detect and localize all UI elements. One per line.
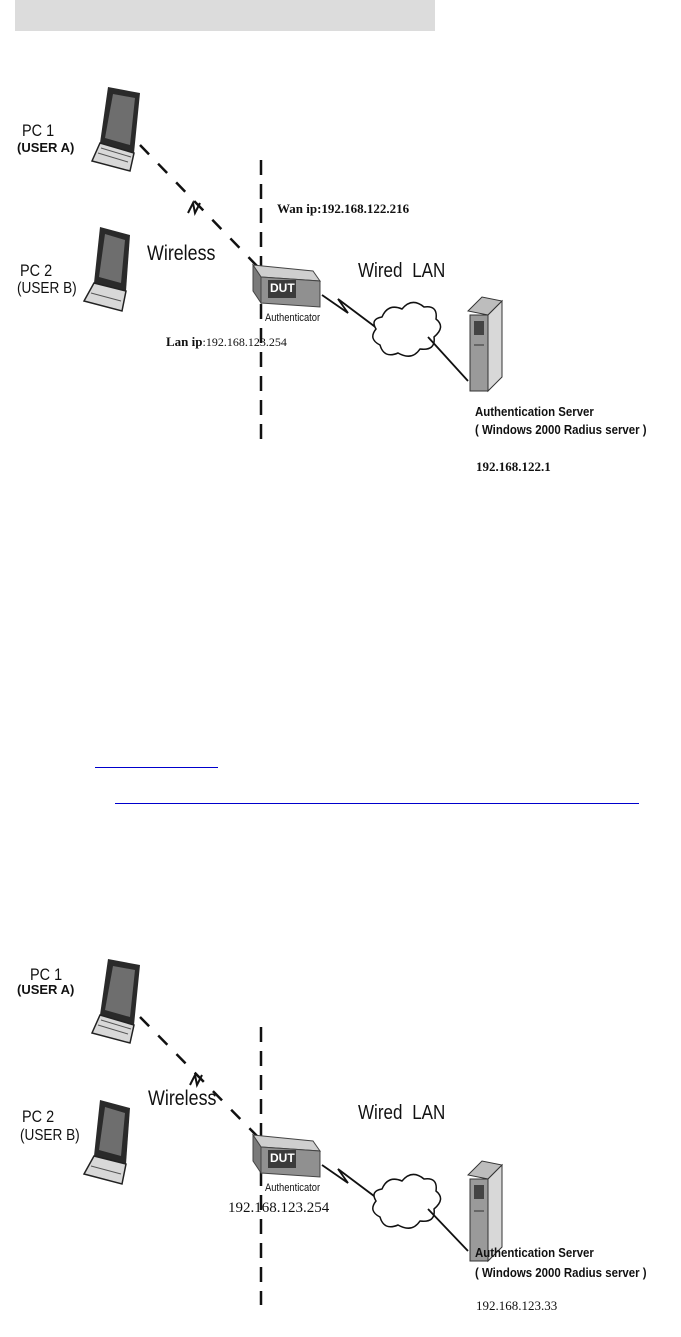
server-link <box>428 337 468 381</box>
header-bar <box>15 0 435 31</box>
dut-ip-label: 192.168.123.254 <box>228 1200 329 1217</box>
diagram-1-graphics <box>0 75 681 445</box>
laptop-pc2-icon <box>84 227 130 311</box>
dut-label: DUT <box>270 1151 295 1165</box>
server-name-label: Authentication Server <box>475 1245 594 1260</box>
laptop-pc1-icon <box>92 87 140 171</box>
network-diagram-1: PC 1 (USER A) PC 2 (USER B) Wireless Wir… <box>0 75 681 445</box>
laptop-pc2-icon <box>84 1100 130 1184</box>
pc2-label: PC 2 <box>20 261 52 281</box>
laptop-pc1-icon <box>92 959 140 1043</box>
wireless-label: Wireless <box>147 242 215 266</box>
dut-label: DUT <box>270 281 295 295</box>
wired-link <box>322 295 378 329</box>
wireless-label: Wireless <box>148 1087 216 1111</box>
wired-lan-label: Wired LAN <box>358 1102 445 1125</box>
wan-ip-label: Wan ip:192.168.122.216 <box>277 201 409 217</box>
wireless-zigzag-icon <box>188 203 200 213</box>
server-ip-label: 192.168.122.1 <box>476 459 551 475</box>
link-1[interactable] <box>95 767 218 768</box>
pc2-label: PC 2 <box>22 1107 54 1127</box>
wired-lan-label: Wired LAN <box>358 260 445 283</box>
user-b-label: (USER B) <box>17 280 77 298</box>
server-desc-label: ( Windows 2000 Radius server ) <box>475 422 647 437</box>
user-a-label: (USER A) <box>17 982 74 997</box>
network-cloud-icon <box>373 1174 441 1228</box>
authenticator-label: Authenticator <box>265 312 320 324</box>
server-link <box>428 1209 468 1251</box>
server-tower-icon <box>468 297 502 391</box>
user-a-label: (USER A) <box>17 140 74 155</box>
wireless-link <box>140 1017 258 1137</box>
server-desc-label: ( Windows 2000 Radius server ) <box>475 1265 647 1280</box>
network-cloud-icon <box>373 302 441 356</box>
pc1-label: PC 1 <box>22 121 54 141</box>
server-ip-label: 192.168.123.33 <box>476 1298 557 1314</box>
authenticator-label: Authenticator <box>265 1182 320 1194</box>
lan-ip-label: Lan ip:192.168.123.254 <box>166 333 287 351</box>
link-2[interactable] <box>115 803 639 804</box>
wired-link <box>322 1165 378 1199</box>
lan-ip-key: Lan ip <box>166 334 203 349</box>
lan-ip-value: :192.168.123.254 <box>203 335 287 349</box>
network-diagram-2: PC 1 (USER A) PC 2 (USER B) Wireless Wir… <box>0 945 681 1315</box>
server-name-label: Authentication Server <box>475 404 594 419</box>
wireless-zigzag-icon <box>190 1075 202 1085</box>
user-b-label: (USER B) <box>20 1127 80 1145</box>
